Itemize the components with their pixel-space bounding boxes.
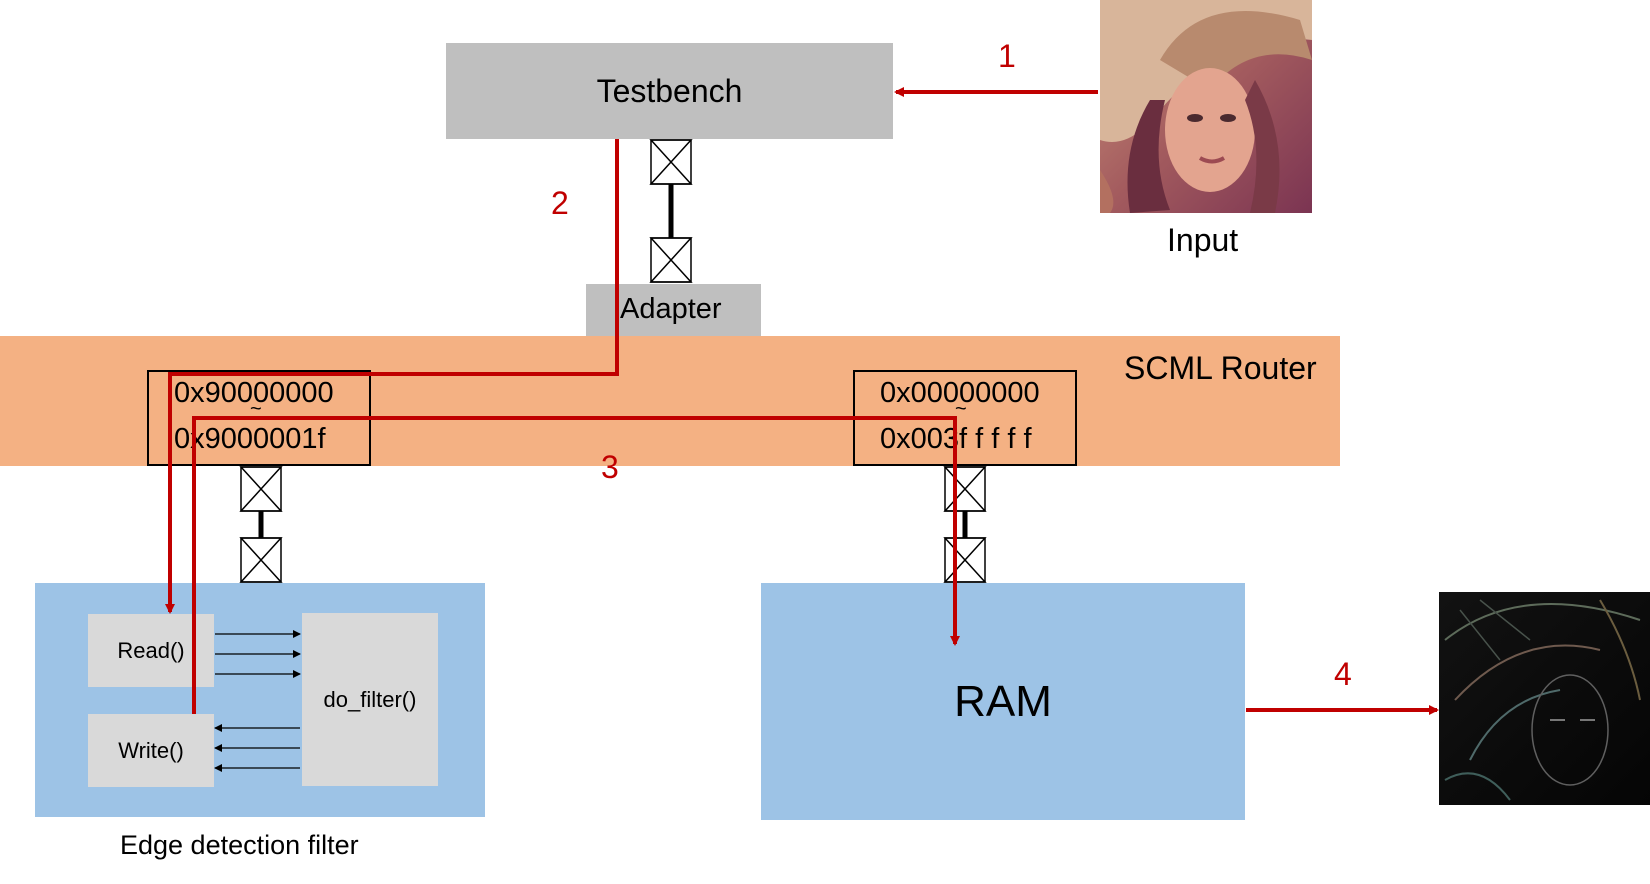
step-4-label: 4 [1334,656,1352,692]
do-filter-label: do_filter() [323,686,417,712]
ram-range-end: 0x003f f f f f [880,423,1032,455]
step-2-label: 2 [551,185,569,221]
read-label: Read() [117,637,185,663]
do-filter-block: do_filter() [302,613,438,786]
filter-caption: Edge detection filter [120,830,359,860]
filter-range-end: 0x9000001f [174,423,326,455]
write-label: Write() [118,737,184,763]
portrait-photo-icon [1100,0,1312,213]
step-3-label: 3 [601,449,619,485]
adapter-label: Adapter [620,293,722,325]
write-function-block: Write() [88,714,214,787]
filter-range-sep: ~ [250,398,262,420]
ram-block: RAM [761,583,1245,820]
ram-label: RAM [954,676,1052,726]
testbench-label: Testbench [596,72,743,109]
socket-icon [239,466,283,512]
ram-range-sep: ~ [955,398,967,420]
testbench-block: Testbench [446,43,893,139]
socket-icon [649,237,693,283]
socket-icon [649,139,693,185]
edge-detected-photo-icon [1439,592,1650,805]
router-label: SCML Router [1124,350,1317,386]
socket-icon [943,537,987,583]
step-1-label: 1 [998,38,1016,74]
input-label: Input [1167,222,1239,258]
socket-icon [943,466,987,512]
read-function-block: Read() [88,614,214,687]
ram-range-start: 0x00000000 [880,377,1040,409]
socket-icon [239,537,283,583]
